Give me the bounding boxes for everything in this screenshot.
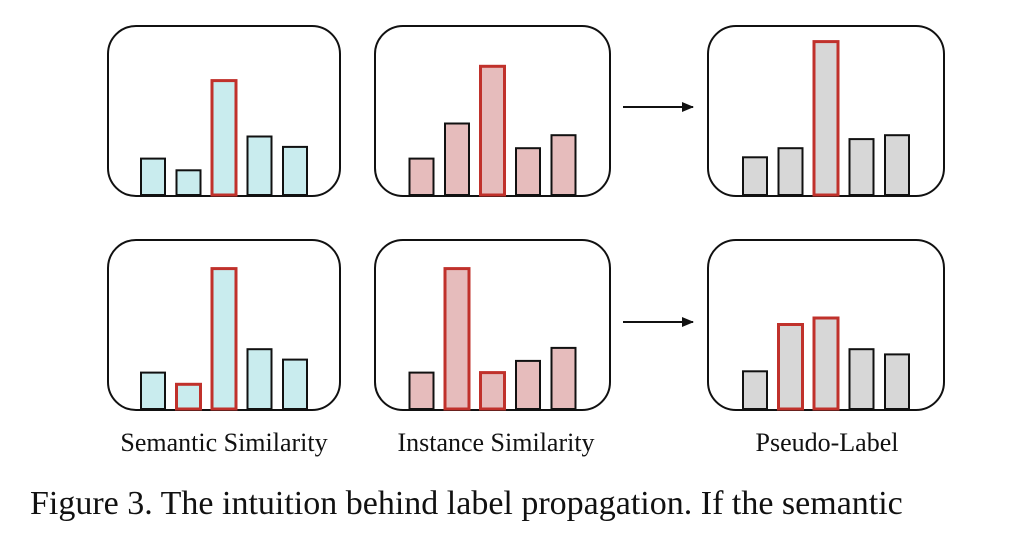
bar-3-highlighted [479, 64, 506, 197]
bar-5 [282, 145, 308, 196]
bar-4 [848, 138, 875, 197]
bar-2 [444, 122, 470, 196]
bar-1 [742, 370, 768, 410]
panel-pseudo-top [707, 25, 945, 197]
bar-1 [408, 157, 435, 197]
bar-2-highlighted [175, 382, 202, 411]
caption-next-line-cutoff [30, 530, 990, 540]
instance-similarity-label: Instance Similarity [397, 428, 595, 457]
diagram-figure [107, 25, 945, 411]
semantic-similarity-label: Semantic Similarity [120, 428, 328, 457]
bar-2-highlighted [777, 323, 804, 411]
bar-5 [282, 358, 308, 411]
bar-2 [175, 169, 202, 197]
panel-instance-bottom [374, 239, 611, 411]
panel-semantic-bottom [107, 239, 341, 411]
bar-2 [777, 147, 804, 196]
figure-caption: Figure 3. The intuition behind label pro… [30, 485, 903, 522]
bar-4 [246, 135, 273, 196]
bar-3-highlighted [210, 79, 238, 197]
pseudo-label-label: Pseudo-Label [755, 428, 899, 457]
bar-5 [550, 134, 577, 196]
bar-5 [550, 346, 577, 410]
panel-semantic-top [107, 25, 341, 197]
bar-2-highlighted [443, 267, 471, 411]
bar-1 [140, 157, 166, 197]
bar-3-highlighted [479, 371, 506, 411]
bar-3-highlighted [812, 40, 840, 197]
panel-pseudo-bottom [707, 239, 945, 411]
bar-1 [140, 371, 166, 411]
bar-3-highlighted [812, 316, 840, 411]
bar-5 [884, 134, 910, 196]
bar-1 [742, 156, 768, 197]
bar-5 [884, 353, 910, 410]
panel-instance-top [374, 25, 611, 197]
bar-4 [515, 359, 541, 410]
bar-3-highlighted [210, 267, 238, 411]
bar-1 [408, 371, 435, 411]
bar-4 [246, 348, 273, 411]
bar-4 [515, 147, 541, 196]
bar-4 [848, 348, 875, 411]
